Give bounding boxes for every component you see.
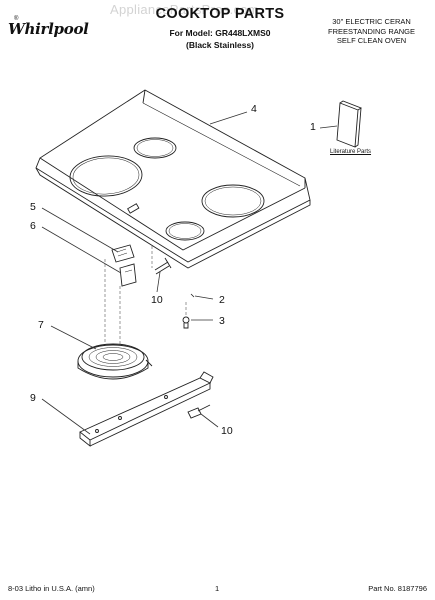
element-bracket [79,371,214,447]
callout-2: 2 [219,294,225,306]
whirlpool-logo: Whirlpool [8,20,89,38]
spec-line: 30" ELECTRIC CERAN [332,17,411,26]
burner-large-front-left [69,155,143,197]
model-info: For Model: GR448LXMS0 (Black Stainless) [150,27,290,51]
burner-front-right [165,221,205,241]
callout-10-upper: 10 [151,294,163,306]
page-number: 1 [215,584,220,593]
literature-booklet [336,100,362,148]
clip-part-2 [190,293,195,298]
print-info: 8-03 Litho in U.S.A. (amn) [8,584,95,593]
literature-parts-label: Literature Parts [330,149,372,155]
alignment-lines [104,246,187,345]
leader-lines [41,111,338,435]
screw-upper [154,257,172,275]
callout-3: 3 [219,315,225,327]
registered-mark: ® [14,16,19,22]
callout-5: 5 [30,201,36,213]
watermark: AppliancePartsPros.com [110,2,259,17]
indicator-light [127,203,140,214]
screw-lower [187,404,211,419]
burner-rear-left [133,137,177,159]
burner-right [201,184,265,218]
spec-line: SELF CLEAN OVEN [336,36,407,45]
callout-6: 6 [30,220,36,232]
radiant-element [77,343,153,380]
page-title: COOKTOP PARTS [155,6,285,22]
appliance-spec: 30" ELECTRIC CERAN FREESTANDING RANGE SE… [328,17,415,46]
callout-7: 7 [38,319,44,331]
callout-9: 9 [30,392,36,404]
callout-10-lower: 10 [221,425,233,437]
variant-line: (Black Stainless) [185,40,255,50]
cooktop-glass [35,89,311,269]
spec-line: FREESTANDING RANGE [328,26,415,36]
callout-4: 4 [251,103,257,115]
callout-1: 1 [310,121,316,133]
model-line: For Model: GR448LXMS0 [169,28,271,38]
switch-block [111,244,137,287]
part-number: Part No. 8187796 [368,584,427,593]
screw-part-3 [182,316,190,329]
